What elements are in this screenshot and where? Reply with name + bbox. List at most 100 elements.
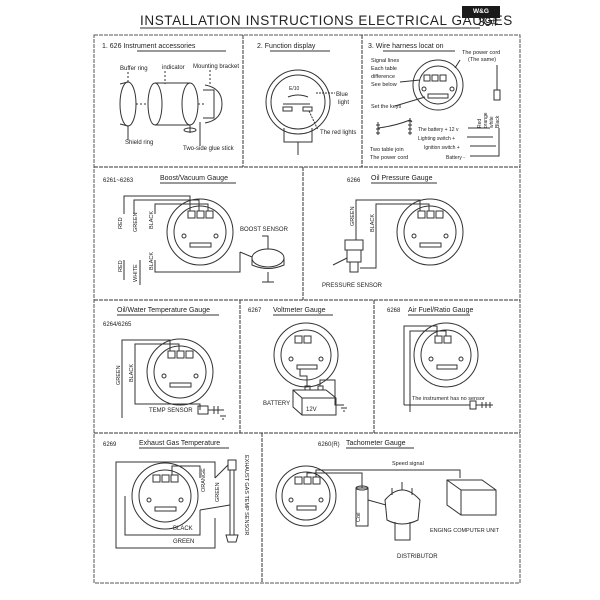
afr-connector (443, 335, 452, 344)
label-lighting-switch: Lighting switch + (418, 136, 455, 142)
section-voltmeter: 6267 Voltmeter Gauge BATTERY 12V (248, 307, 347, 416)
label-buffer-ring: Buffer ring (120, 66, 148, 72)
battery-shape (292, 389, 337, 416)
label-light: light (338, 100, 349, 106)
label-power-cord: The power cord (462, 50, 500, 56)
label-wire-black: BLACK (173, 526, 193, 532)
tach-gauge-back (275, 465, 337, 527)
egt-keys (154, 506, 177, 512)
label-wire-green: GREEN (350, 206, 356, 226)
label-difference: difference (371, 74, 395, 80)
boost-code: 6261~6263 (103, 178, 134, 184)
boost-sensor-hose (262, 272, 274, 283)
section-water-temp: Oil/Water Temperature Gauge 6264/6265 GR… (103, 307, 226, 420)
label-wire-green: GREEN (133, 212, 139, 232)
label-wire-white: white (489, 116, 495, 128)
afr-knob (458, 356, 464, 362)
label-the-power-cord: The power cord (370, 155, 408, 161)
boost-connector (187, 210, 196, 219)
water-wires-down (121, 372, 201, 418)
label-wire-white: WHITE (133, 264, 139, 282)
oil-connector (426, 210, 435, 219)
boost-knob (181, 233, 187, 239)
oil-wires-down (355, 232, 377, 269)
water-code: 6264/6265 (103, 322, 132, 328)
afr-connector (434, 335, 443, 344)
label-shield-ring: Shield ring (125, 140, 153, 146)
tach-gauge-ring (281, 471, 331, 521)
water-gauge-back (146, 338, 214, 406)
boost-wires-bottom (123, 252, 241, 285)
boost-connector (196, 210, 205, 219)
label-wire-red: RED (118, 217, 124, 229)
egt-connector (170, 474, 179, 483)
tach-connector (294, 476, 303, 485)
afr-title: Air Fuel/Ratio Gauge (408, 307, 473, 314)
pressure-sensor-thread (349, 262, 359, 273)
label-ignition-switch: Ignition switch + (424, 145, 460, 151)
indicator-back (181, 82, 199, 126)
oil-code: 6266 (347, 178, 361, 184)
tach-connector (303, 476, 312, 485)
leader-lines (127, 70, 211, 86)
label-glue-stick: Two-side glue stick (183, 146, 235, 152)
gauge-scale-marker: E/10 (289, 86, 300, 92)
harness-connector (431, 74, 439, 82)
power-plug (493, 89, 501, 101)
harness-title: 3. Wire harness locat on (368, 43, 444, 50)
label-wire-black: BLACK (149, 252, 155, 270)
gauge-mount-stem (283, 128, 313, 143)
pressure-sensor-body (346, 250, 362, 263)
egt-wires-top (115, 461, 216, 496)
label-signal-lines: Signal lines (371, 58, 399, 64)
label-12v: 12V (306, 407, 317, 413)
label-wire-black: Black (495, 115, 501, 128)
boost-sensor-shape (251, 248, 285, 268)
oil-keys (419, 242, 442, 248)
label-wire-orange: orange (483, 112, 489, 128)
harness-connector (439, 74, 447, 82)
section-accessories: 1. 626 Instrument accessories Buffer rin… (102, 43, 239, 152)
pressure-sensor-ground (332, 257, 348, 266)
label-wire-black: BLACK (129, 364, 135, 382)
section-boost-vacuum: 6261~6263 Boost/Vacuum Gauge RED GREEN B… (103, 175, 289, 285)
temp-sensor-probe (208, 406, 224, 414)
egt-knob (146, 497, 152, 503)
volt-gauge-back (273, 322, 339, 388)
red-lights-leader (308, 110, 319, 131)
label-red-lights: The red lights (320, 130, 356, 136)
afr-keys (436, 364, 458, 370)
function-title: 2. Function display (257, 43, 316, 50)
label-battery-12v: The battery + 12 v (418, 127, 459, 133)
section-egt: 6269 Exhaust Gas Temperature ORANGE GREE… (103, 440, 249, 549)
page-title: INSTALLATION INSTRUCTIONS ELECTRICAL GAU… (140, 13, 513, 28)
harness-gauge-ring (418, 65, 458, 105)
label-wire-red: Red (477, 119, 483, 128)
label-two-table-join: Two table join (370, 147, 404, 153)
section-function-display: 2. Function display E/10 Blue light The … (257, 43, 356, 155)
coil-shape (355, 487, 369, 527)
distributor-cap (384, 489, 421, 525)
boost-sensor-body (251, 258, 285, 269)
tach-knob (288, 497, 294, 503)
section-tachometer: 6260(R) Tachometer Gauge Speed signal Co… (275, 440, 500, 560)
afr-probe (476, 402, 493, 408)
label-wire-green: GREEN (173, 539, 194, 545)
section-wire-harness: 3. Wire harness locat on Signal lines Ea… (368, 43, 501, 161)
harness-cable-left (376, 122, 380, 135)
volt-title: Voltmeter Gauge (273, 307, 326, 314)
harness-cable (377, 119, 413, 129)
egt-connector (152, 474, 161, 483)
oil-connector (417, 210, 426, 219)
label-coil: Coil (356, 513, 362, 522)
water-connector (185, 350, 194, 359)
volt-connector (294, 335, 303, 344)
label-egt-sensor: EXHAUST GAS TEMP SENSOR (243, 455, 249, 535)
water-title: Oil/Water Temperature Gauge (117, 307, 210, 314)
egt-wires-bottom (115, 496, 216, 549)
gauge-bezel (265, 69, 331, 135)
gauge-face (270, 74, 326, 130)
label-battery-neg: Battery - (446, 155, 465, 161)
afr-probe-nut (469, 400, 477, 410)
